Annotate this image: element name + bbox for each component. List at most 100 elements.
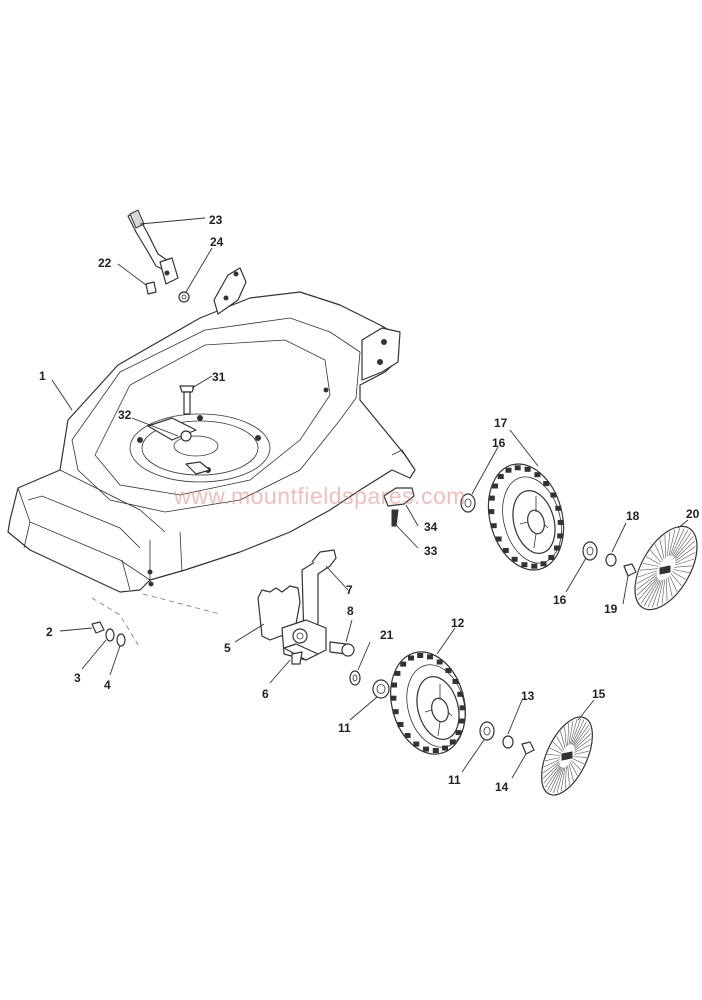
tread-block xyxy=(540,561,547,567)
bolt-and-plate xyxy=(147,385,197,442)
rear-wheel-tread xyxy=(488,465,564,569)
tread-block xyxy=(505,467,512,473)
tread-block xyxy=(436,659,443,665)
hubcap-rib xyxy=(670,528,681,556)
callout-11b: 11 xyxy=(448,773,461,787)
tread-block xyxy=(555,505,562,511)
tread-block xyxy=(557,519,564,525)
hubcap-rib xyxy=(650,550,662,563)
tread-block xyxy=(400,661,407,667)
callout-7: 7 xyxy=(346,583,353,597)
hubcap-rib xyxy=(542,762,560,779)
tread-block xyxy=(427,654,433,660)
callout-15: 15 xyxy=(592,687,606,701)
hubcap-rib xyxy=(552,741,563,752)
tread-block xyxy=(423,746,429,752)
hubcap-rib xyxy=(568,720,574,745)
hubcap-rib xyxy=(639,568,658,571)
tread-block xyxy=(488,495,495,501)
callout-16a: 16 xyxy=(492,436,506,450)
rear-wheel-assembly xyxy=(383,463,698,611)
hubcap-rib xyxy=(549,767,562,793)
leader-lines xyxy=(51,217,689,779)
callout-11a: 11 xyxy=(338,721,351,735)
tread-block xyxy=(521,562,528,568)
hubcap-rib xyxy=(674,540,696,560)
hubcap-rib xyxy=(674,536,694,559)
callout-12: 12 xyxy=(451,616,465,630)
hubcap-rib xyxy=(642,563,659,567)
tread-block xyxy=(490,523,497,529)
hubcap-rib xyxy=(636,576,658,596)
tread-block xyxy=(511,556,518,562)
watermark: www.mountfieldspares.com xyxy=(173,483,466,509)
callout-31: 31 xyxy=(212,370,226,384)
hubcap-rib xyxy=(574,738,592,751)
hubcap-rib xyxy=(668,529,676,556)
callout-34: 34 xyxy=(424,520,438,534)
hubcap-rib xyxy=(573,724,589,747)
hubcap-rib xyxy=(545,757,561,762)
callout-33: 33 xyxy=(424,544,438,558)
tread-block xyxy=(554,545,560,551)
hubcap-rib xyxy=(664,534,666,558)
hubcap-rib xyxy=(543,764,560,784)
tread-block xyxy=(492,483,498,489)
callout-14: 14 xyxy=(495,780,509,794)
front-wheel-assembly xyxy=(349,651,593,796)
nut-washer-set xyxy=(91,621,126,647)
tread-block xyxy=(392,709,399,715)
hubcap-rib xyxy=(567,723,570,746)
tread-block xyxy=(543,481,550,486)
hubcap-rib xyxy=(571,760,582,771)
tread-block xyxy=(432,748,439,753)
hubcap-rib xyxy=(560,730,566,749)
tread-block xyxy=(442,745,448,751)
hubcap-rib xyxy=(643,579,660,606)
callout-13: 13 xyxy=(521,689,535,703)
callout-16b: 16 xyxy=(553,593,567,607)
height-adjust-lever xyxy=(127,209,190,303)
hubcap-rib xyxy=(673,569,690,573)
hubcap-rib xyxy=(545,765,561,788)
tread-block xyxy=(495,536,502,542)
hubcap-rib xyxy=(572,719,585,745)
tread-block xyxy=(502,548,509,553)
tread-block xyxy=(524,466,531,472)
callout-20: 20 xyxy=(686,507,700,521)
hubcap-rib xyxy=(569,719,578,745)
hubcap-rib xyxy=(637,570,658,578)
tread-block xyxy=(413,741,420,747)
hubcap-rib xyxy=(667,531,671,557)
hubcap-rib xyxy=(636,574,657,590)
front-hubcap xyxy=(542,718,592,794)
hubcap-rib xyxy=(574,733,592,750)
tread-block xyxy=(459,705,466,711)
tread-block xyxy=(550,492,557,498)
tread-block xyxy=(390,695,397,701)
hubcap-rib xyxy=(572,758,585,765)
hubcap-rib xyxy=(574,744,591,753)
height-adjuster-assembly xyxy=(257,549,355,665)
hubcap-rib xyxy=(674,565,693,568)
hubcap-rib xyxy=(646,556,660,565)
tread-block xyxy=(514,465,521,471)
tread-block xyxy=(449,739,456,745)
tread-block xyxy=(548,555,555,560)
callout-4: 4 xyxy=(104,678,111,692)
tread-block xyxy=(408,655,414,661)
hubcap-rib xyxy=(556,735,564,750)
callout-5: 5 xyxy=(224,641,231,655)
tread-block xyxy=(397,722,404,727)
hubcap-rib xyxy=(640,578,659,604)
hubcap-rib xyxy=(560,767,566,792)
front-wheel-tread xyxy=(390,653,466,753)
hubcap-rib xyxy=(568,763,574,782)
hubcap-rib xyxy=(666,578,668,602)
callout-17: 17 xyxy=(494,416,508,430)
hubcap-rib xyxy=(567,765,570,786)
callout-3: 3 xyxy=(74,671,81,685)
tread-block xyxy=(394,670,401,676)
hubcap-rib xyxy=(547,754,561,756)
